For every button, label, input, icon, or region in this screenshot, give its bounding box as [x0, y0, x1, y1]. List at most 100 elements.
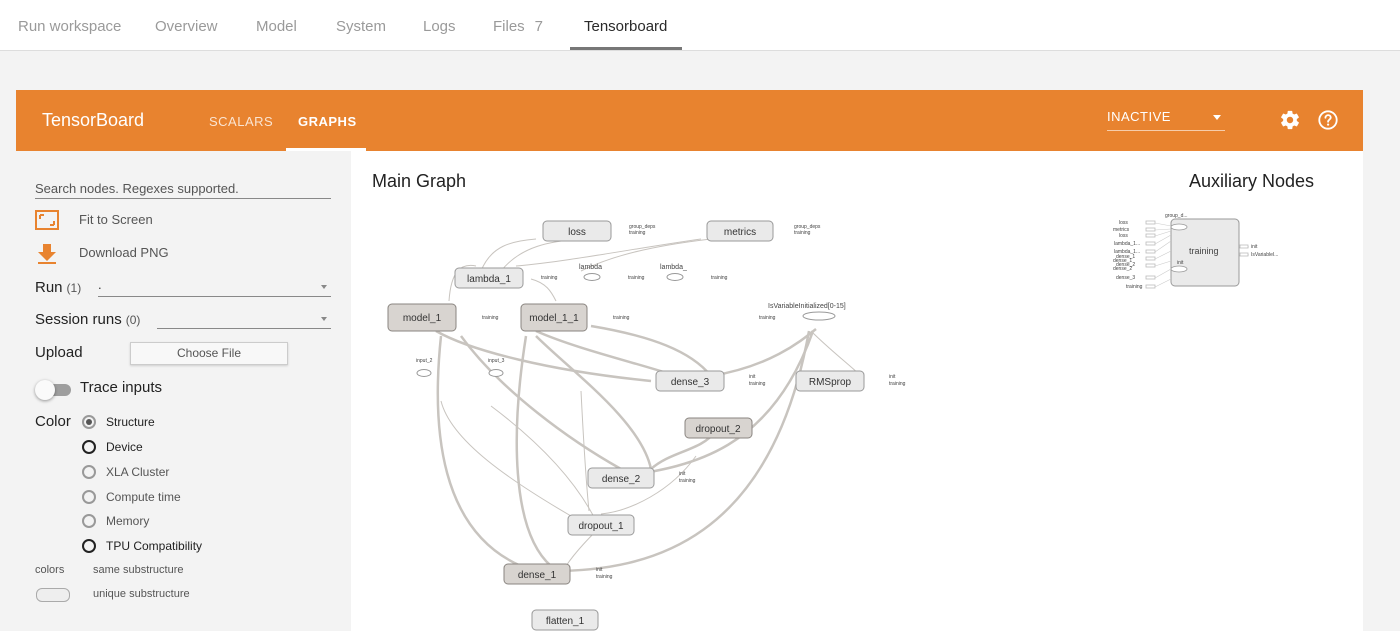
radio-selected — [82, 415, 96, 429]
graph-canvas[interactable]: Main Graph Auxiliary Nodes — [351, 151, 1363, 631]
input-2-op — [416, 369, 432, 377]
label-training-4: training — [628, 275, 645, 281]
label-init-2: init — [889, 374, 896, 380]
label-init-1: init — [749, 374, 756, 380]
chevron-down-icon — [321, 317, 327, 321]
run-status-dropdown[interactable]: INACTIVE — [1107, 109, 1225, 131]
run-select[interactable]: . — [98, 277, 331, 297]
label-training-5: training — [711, 275, 728, 281]
node-dropout-2[interactable]: dropout_2 — [684, 417, 753, 439]
label-input-2: input_2 — [416, 358, 433, 364]
run-status-value: INACTIVE — [1107, 109, 1171, 124]
label-group-deps-2: group_deps — [794, 224, 821, 230]
label-training-11: training — [679, 478, 696, 484]
settings-icon[interactable] — [1279, 109, 1301, 131]
download-png-button[interactable]: Download PNG — [35, 243, 235, 265]
svg-text:lambda_1: lambda_1 — [467, 274, 511, 285]
svg-text:metrics: metrics — [724, 227, 756, 238]
svg-text:dense_2: dense_2 — [602, 474, 641, 485]
help-icon[interactable] — [1317, 109, 1339, 131]
toggle-knob — [35, 380, 55, 400]
radio-unselected — [82, 490, 96, 504]
aux-input-loss-1: loss — [1119, 220, 1128, 226]
radio-unselected — [82, 440, 96, 454]
tab-system[interactable]: System — [336, 18, 387, 35]
aux-training-label: training — [1189, 246, 1219, 256]
aux-node-training[interactable] — [1170, 218, 1240, 287]
radio-unselected — [82, 514, 96, 528]
tab-scalars[interactable]: SCALARS — [209, 114, 274, 129]
aux-out-init-label: init — [1251, 244, 1258, 250]
aux-input-lambda-1: lambda_1... — [1114, 241, 1140, 247]
chevron-down-icon — [1213, 115, 1221, 120]
node-model-1[interactable]: model_1 — [387, 303, 457, 332]
download-icon — [38, 244, 56, 264]
label-group-deps-1: group_deps — [629, 224, 656, 230]
aux-input-dense-2: dense_2 — [1116, 262, 1135, 268]
node-flatten-1[interactable]: flatten_1 — [531, 609, 599, 631]
tab-model[interactable]: Model — [256, 18, 297, 35]
trace-inputs-toggle[interactable] — [35, 380, 71, 400]
legend-colors-label: colors — [35, 564, 65, 576]
label-training-9: training — [749, 381, 766, 387]
legend-unique-substructure: unique substructure — [93, 588, 190, 600]
node-loss[interactable]: loss — [542, 220, 612, 242]
node-rmsprop[interactable]: RMSprop — [795, 370, 865, 392]
node-dense-3[interactable]: dense_3 — [655, 370, 725, 392]
node-model-1-1[interactable]: model_1_1 — [520, 303, 588, 332]
fit-to-screen-label: Fit to Screen — [79, 212, 153, 227]
color-label: Color — [35, 413, 71, 430]
node-dropout-1[interactable]: dropout_1 — [567, 514, 635, 536]
node-dense-2[interactable]: dense_2 — [587, 467, 655, 489]
tensorboard-header: TensorBoard SCALARS GRAPHS INACTIVE — [16, 90, 1363, 151]
aux-input-loss-2: loss — [1119, 233, 1128, 239]
aux-overlap-dense-1: dense_1 — [1113, 258, 1132, 264]
svg-text:flatten_1: flatten_1 — [546, 616, 585, 627]
trace-inputs-label: Trace inputs — [80, 379, 162, 396]
aux-group-deps-op — [1170, 223, 1188, 231]
aux-input-dense-1: dense_1 — [1116, 254, 1135, 260]
tab-overview[interactable]: Overview — [155, 18, 218, 35]
svg-text:dropout_1: dropout_1 — [578, 521, 623, 532]
svg-text:model_1: model_1 — [403, 313, 442, 324]
label-training-7: training — [613, 315, 630, 321]
radio-unselected — [82, 539, 96, 553]
label-init-3: init — [679, 471, 686, 477]
label-training-8: training — [759, 315, 776, 321]
svg-text:dense_1: dense_1 — [518, 570, 557, 581]
auxiliary-nodes-group: training group_d... init loss metrics lo… — [1113, 213, 1278, 290]
tab-graphs[interactable]: GRAPHS — [298, 114, 357, 129]
tab-tensorboard[interactable]: Tensorboard — [584, 18, 668, 35]
files-count-badge: 7 — [534, 18, 544, 35]
svg-text:dropout_2: dropout_2 — [695, 424, 740, 435]
aux-input-training: training — [1126, 284, 1143, 290]
tab-logs[interactable]: Logs — [423, 18, 456, 35]
node-metrics[interactable]: metrics — [706, 220, 774, 242]
label-lambda-b: lambda_ — [660, 264, 687, 271]
label-training-12: training — [596, 574, 613, 580]
search-nodes-input[interactable] — [35, 179, 331, 199]
node-lambda-1[interactable]: lambda_1 — [454, 267, 524, 289]
label-input-3: input_3 — [488, 358, 505, 364]
label-training-10: training — [889, 381, 906, 387]
aux-input-metrics: metrics — [1113, 227, 1130, 233]
session-runs-select[interactable] — [157, 309, 331, 329]
label-lambda-a: lambda — [579, 264, 602, 271]
graph-controls-sidebar: Fit to Screen Download PNG Run(1) . Sess… — [16, 151, 351, 631]
choose-file-button[interactable]: Choose File — [130, 342, 288, 365]
graphs-tab-indicator — [286, 148, 366, 151]
aux-group-deps-label: group_d... — [1165, 213, 1188, 219]
workspace-nav: Run workspace Overview Model System Logs… — [0, 0, 1400, 51]
label-training-3: training — [541, 275, 558, 281]
label-init-4: init — [596, 567, 603, 573]
fit-to-screen-button[interactable]: Fit to Screen — [35, 210, 235, 230]
legend-same-substructure: same substructure — [93, 564, 184, 576]
aux-init-label: init — [1177, 260, 1184, 266]
is-variable-initialized-op — [802, 311, 836, 321]
svg-text:dense_3: dense_3 — [671, 377, 710, 388]
tab-run-workspace[interactable]: Run workspace — [18, 18, 122, 35]
svg-text:model_1_1: model_1_1 — [529, 313, 579, 324]
label-training-6: training — [482, 315, 499, 321]
node-dense-1[interactable]: dense_1 — [503, 563, 571, 585]
